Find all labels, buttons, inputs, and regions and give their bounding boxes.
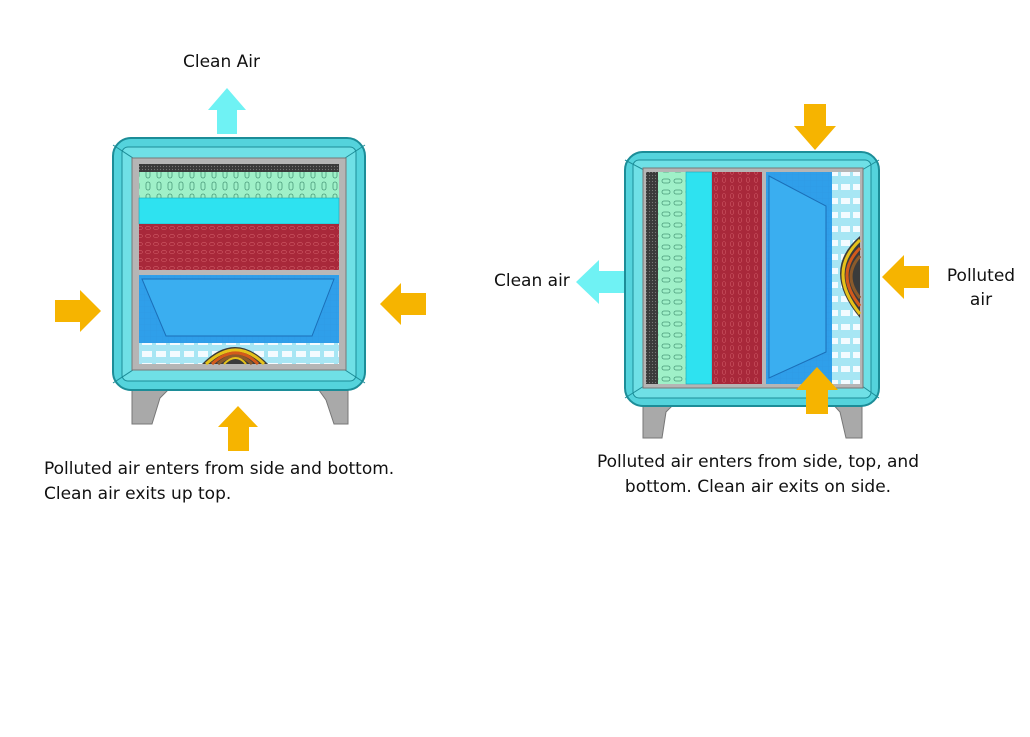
right-unit-prefilter (646, 172, 658, 384)
left-clean-air-label: Clean Air (183, 52, 260, 72)
right-polluted-air-line: air (969, 290, 993, 311)
left-caption: Polluted air enters from side and bottom… (44, 459, 394, 506)
right-purifier-unit (624, 151, 880, 439)
arrow-right-icon (55, 290, 101, 332)
left-unit-leg (315, 385, 349, 425)
right-caption-line: bottom. Clean air exits on side. (624, 477, 892, 498)
left-unit-wiring (202, 347, 268, 366)
right-unit-wiring (840, 236, 862, 318)
right-polluted-air-line: Polluted (946, 266, 1016, 286)
left-caption-line: Clean air exits up top. (44, 484, 232, 505)
right-caption: Polluted air enters from side, top, and … (575, 452, 941, 499)
right-clean-air-label: Clean air (494, 271, 570, 291)
right-unit-cyan-filter (685, 171, 713, 385)
left-purifier-unit (112, 137, 366, 425)
arrow-up-icon (208, 88, 246, 134)
arrow-up-icon (218, 406, 258, 451)
arrow-left-icon (380, 283, 426, 325)
left-caption-line: Polluted air enters from side and bottom… (44, 459, 395, 479)
arrow-left-icon (882, 255, 929, 299)
arrow-down-icon (794, 104, 836, 150)
right-caption-line: Polluted air enters from side, top, and (597, 452, 919, 472)
left-unit-prefilter (139, 164, 339, 172)
arrow-left-icon (576, 260, 624, 304)
left-unit-cyan-filter (138, 197, 340, 225)
arrow-up-icon (796, 367, 838, 414)
left-unit-leg (131, 385, 174, 425)
right-polluted-air-label: Polluted air (941, 266, 1021, 312)
